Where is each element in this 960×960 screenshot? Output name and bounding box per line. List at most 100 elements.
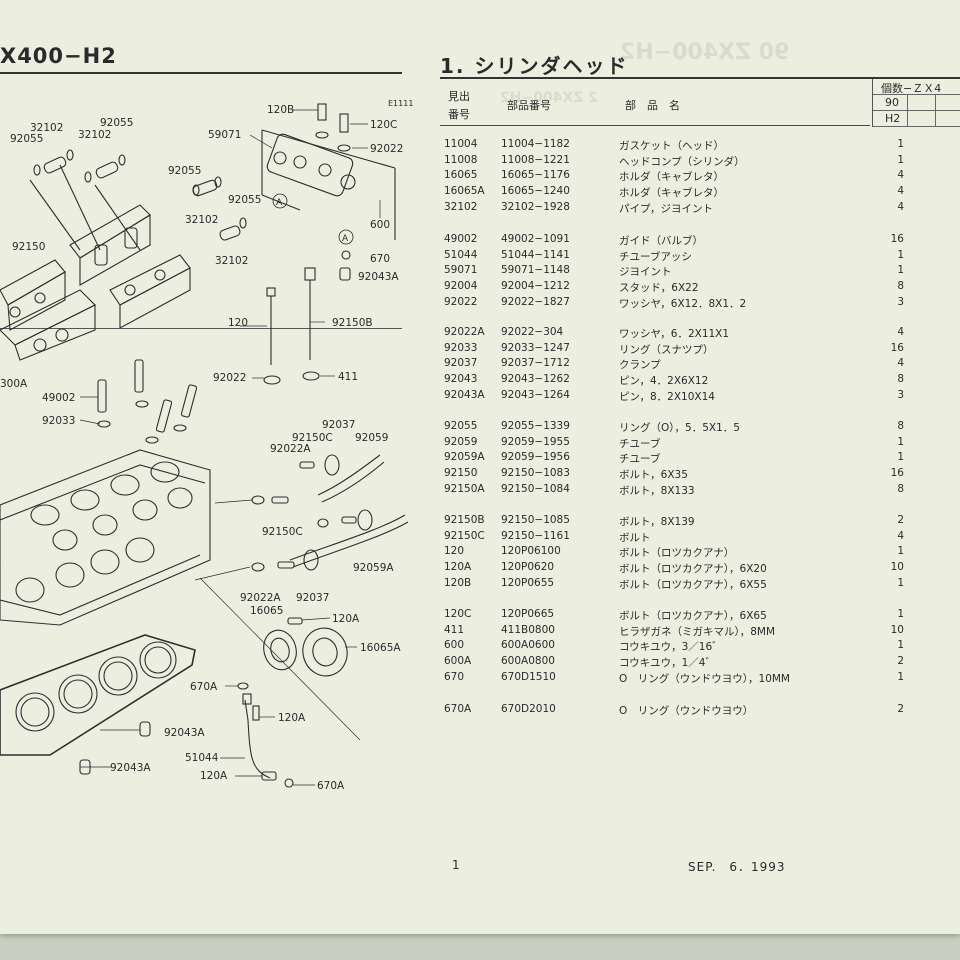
part-name: O リング（ウンドウヨウ），10MM <box>619 672 790 685</box>
part-number: 600A0800 <box>501 655 555 668</box>
ref-number: 11008 <box>444 153 478 166</box>
part-number: 92033−1247 <box>501 341 570 354</box>
part-name: チユーブ <box>619 453 661 466</box>
quantity: 2 <box>897 655 904 668</box>
table-top-rule <box>440 77 960 79</box>
callout-670A: 670A <box>190 681 218 693</box>
part-number: 49002−1091 <box>501 233 570 245</box>
quantity: 10 <box>890 561 904 574</box>
quantity: 4 <box>897 169 904 182</box>
ref-number: 120B <box>444 576 472 589</box>
catalog-page: 90 ZX400−H2 2 ZX400−H2 X400−H2 <box>0 0 960 934</box>
part-name: ワッシヤ，6．2X11X1 <box>619 328 730 340</box>
callout-92037: 92037 <box>296 592 329 604</box>
part-number: 11008−1221 <box>501 153 570 166</box>
part-number: 120P0665 <box>501 608 555 620</box>
callout-16065: 16065 <box>250 605 283 617</box>
callout-A: A <box>342 234 349 244</box>
ref-number: 92033 <box>444 341 478 354</box>
callout-59071: 59071 <box>208 129 241 141</box>
ref-number: 92055 <box>444 420 478 432</box>
part-name: ガスケット（ヘッド） <box>619 140 724 152</box>
part-name: ボルト（ロツカクアナ） <box>619 547 735 560</box>
quantity: 16 <box>890 341 904 354</box>
callout-92059A: 92059A <box>353 562 394 574</box>
callout-32102: 32102 <box>185 214 218 226</box>
part-name: コウキユウ，1／4゛ <box>619 657 716 670</box>
ref-number: 92150 <box>444 467 478 480</box>
callout-92055: 92055 <box>168 165 201 177</box>
callout-92022: 92022 <box>370 143 403 155</box>
head-bolts-drawing <box>263 267 320 385</box>
part-name: ジヨイント <box>619 266 672 279</box>
part-number: 51044−1141 <box>501 248 570 261</box>
part-number: 92037−1712 <box>501 357 570 370</box>
part-name: ガイド（バルブ） <box>619 235 703 247</box>
callout-51044: 51044 <box>185 752 219 764</box>
bleed-through-text: 90 ZX400−H2 <box>620 40 790 65</box>
part-number: 92150−1083 <box>501 467 570 480</box>
part-name: クランプ <box>619 359 661 372</box>
callout-670A: 670A <box>317 780 345 792</box>
cam-holder-drawing <box>0 164 191 361</box>
callout-92037: 92037 <box>322 419 355 431</box>
callout-92150C: 92150C <box>262 526 303 538</box>
quantity: 10 <box>890 623 904 636</box>
quantity: 4 <box>897 185 904 198</box>
part-name: ボルト（ロツカクアナ），6X20 <box>619 563 767 576</box>
table-row: 92055 92055−1339 リング（O），5．5X1．5 8 <box>444 420 914 436</box>
quantity: 1 <box>897 248 904 261</box>
callout-300A: 300A <box>0 378 28 390</box>
callout-92055: 92055 <box>100 117 133 129</box>
part-number: 32102−1928 <box>501 200 570 213</box>
quantity: 4 <box>897 357 904 370</box>
callout-600: 600 <box>370 219 390 231</box>
breather-tubes-drawing <box>251 454 409 572</box>
callout-92043A: 92043A <box>110 762 151 774</box>
cylinder-head-drawing <box>0 449 211 626</box>
callout-120: 120 <box>228 317 248 329</box>
head-gasket-drawing <box>0 634 196 756</box>
page-number: 1 <box>452 858 460 872</box>
callout-120B: 120B <box>267 104 294 116</box>
quantity: 1 <box>897 670 904 683</box>
ref-number: 670A <box>444 703 472 715</box>
callout-92150: 92150 <box>12 241 45 253</box>
part-number: 92022−1827 <box>501 295 570 308</box>
part-number: 92055−1339 <box>501 420 570 432</box>
part-name: スタッド，6X22 <box>619 282 699 295</box>
quantity: 1 <box>897 608 904 620</box>
ref-number: 600 <box>444 639 465 652</box>
ref-number: 92059A <box>444 451 485 464</box>
section-title: 1. シリンダヘッド <box>440 54 629 78</box>
quantity: 8 <box>897 482 904 495</box>
part-name: ピン，4．2X6X12 <box>619 375 709 388</box>
diagram-divider <box>0 328 402 329</box>
quantity: 8 <box>897 420 904 432</box>
part-number: 670D2010 <box>501 703 556 715</box>
part-name: チユーブアッシ <box>619 250 692 263</box>
callout-A: A <box>276 198 283 208</box>
part-number: 92043−1262 <box>501 373 570 386</box>
callout-32102: 32102 <box>215 255 248 267</box>
callout-92059: 92059 <box>355 432 388 444</box>
issue-date: SEP. 6．1993 <box>688 860 786 874</box>
left-title-rule <box>0 72 402 74</box>
part-name: リング（O），5．5X1．5 <box>619 422 740 434</box>
quantity: 1 <box>897 576 904 589</box>
ref-number: 11004 <box>444 138 478 150</box>
